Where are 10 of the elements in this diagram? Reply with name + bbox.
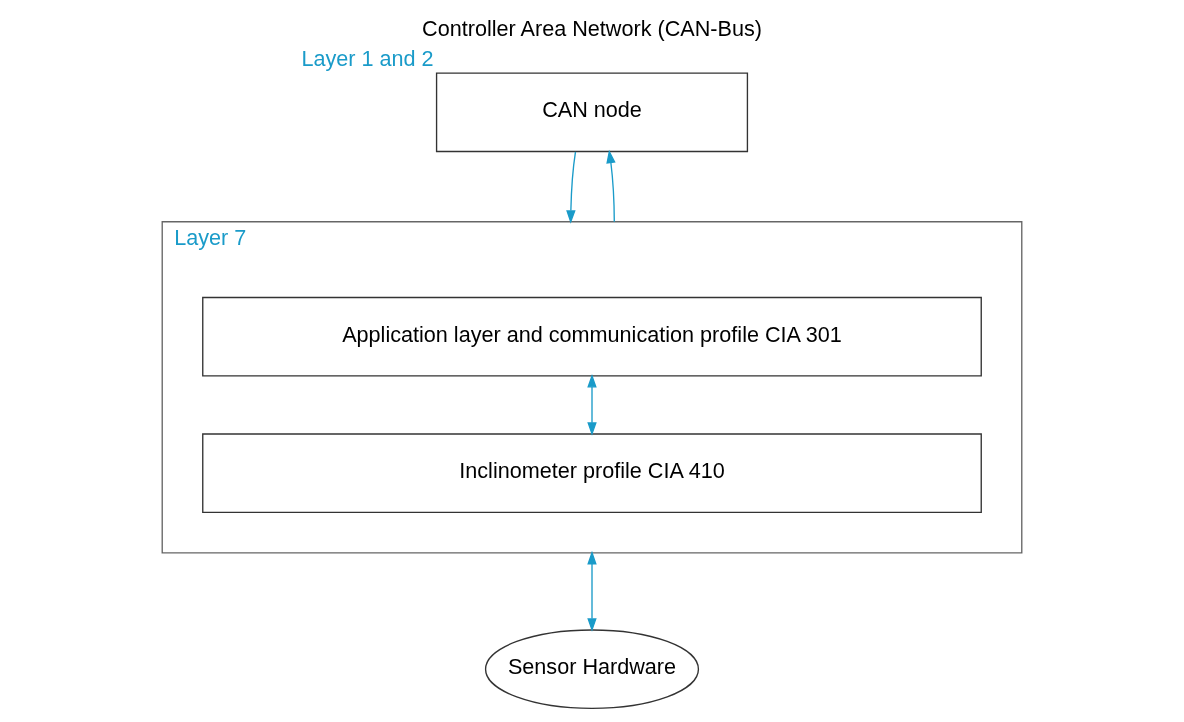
arrow: [587, 373, 597, 436]
node-label: Layer 1 and 2: [301, 46, 434, 72]
arrow: [606, 149, 616, 223]
arrow: [587, 550, 597, 632]
arrow: [566, 151, 577, 224]
node-box: CAN node: [435, 72, 749, 153]
node-ellipse: Sensor Hardware: [484, 629, 700, 709]
node-box: Inclinometer profile CIA 410: [202, 433, 982, 514]
diagram-title: Controller Area Network (CAN-Bus): [422, 16, 762, 42]
node-box: Application layer and communication profile CIA 301: [202, 296, 982, 377]
